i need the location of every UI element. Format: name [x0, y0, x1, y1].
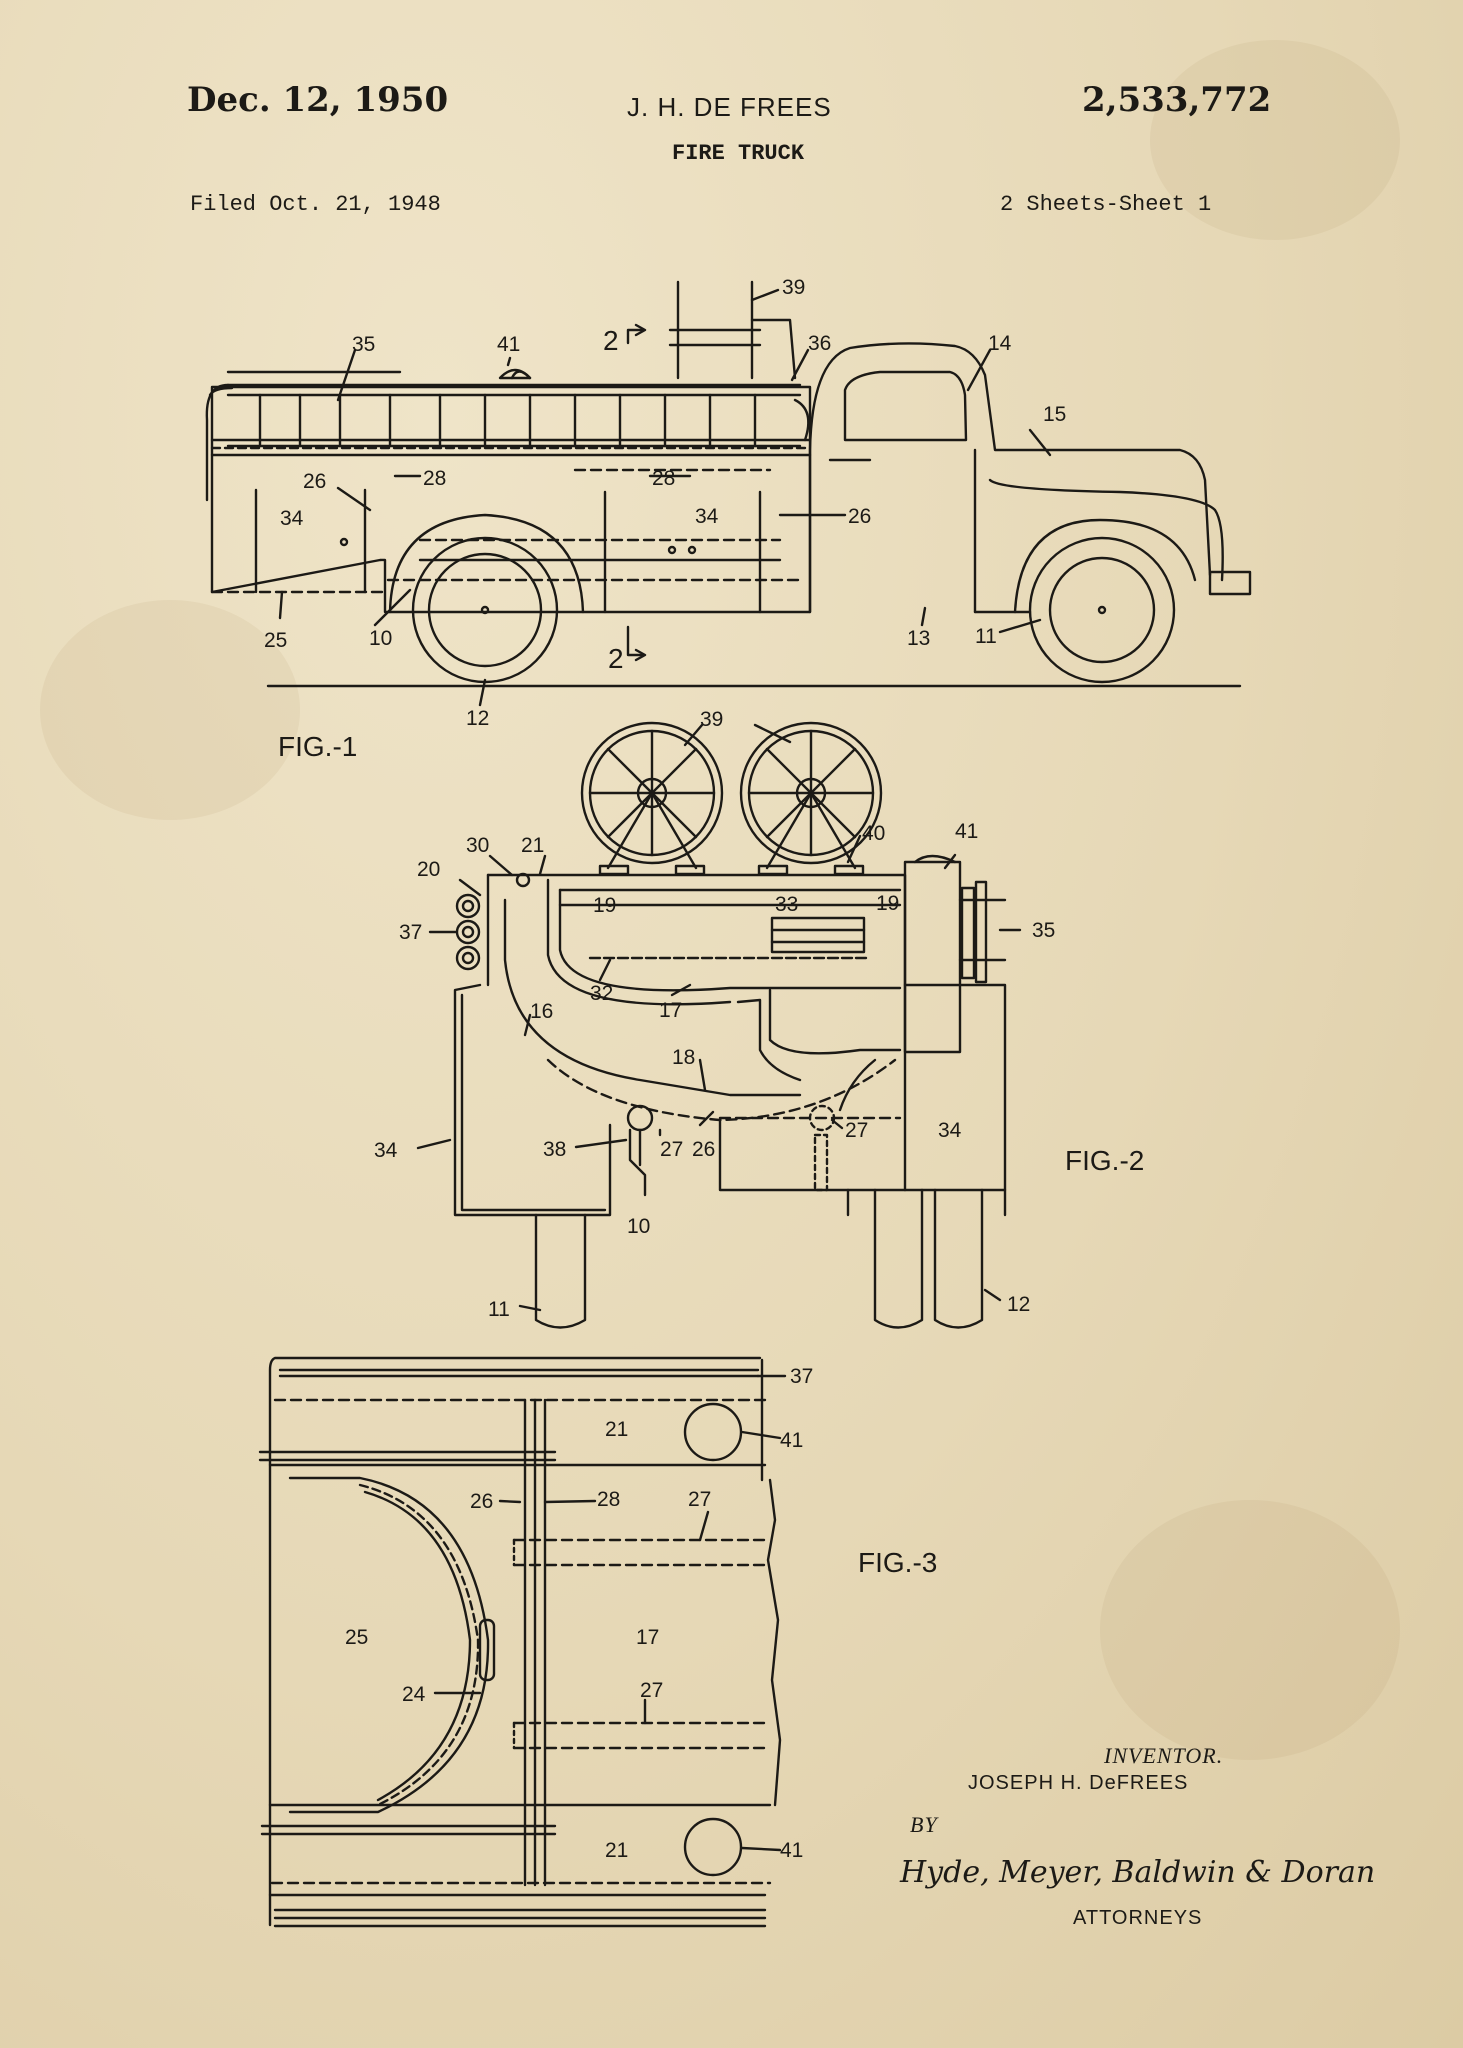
callout: 39 [700, 708, 723, 731]
fig3-labels: FIG.-3 37 21 41 26 28 27 25 17 24 27 21 … [345, 1365, 937, 1862]
callout: 34 [374, 1139, 398, 1162]
callout: 27 [640, 1679, 663, 1702]
callout: 11 [488, 1298, 510, 1321]
filed-date: Filed Oct. 21, 1948 [190, 192, 441, 217]
fig2-label: FIG.-2 [1065, 1145, 1144, 1176]
callout: 12 [466, 707, 489, 730]
callout: 12 [1007, 1293, 1030, 1316]
attorneys-signature: Hyde, Meyer, Baldwin & Doran [900, 1855, 1376, 1890]
callout: 41 [780, 1429, 803, 1452]
callout: 18 [672, 1046, 695, 1069]
patent-date: Dec. 12, 1950 [187, 80, 449, 120]
fig1-labels: FIG.-1 2 2 39 35 41 36 14 15 26 28 28 34… [264, 276, 1066, 762]
callout: 26 [303, 470, 326, 493]
paper-stain [1100, 1500, 1400, 1760]
callout: 25 [345, 1626, 368, 1649]
callout: 28 [652, 467, 675, 490]
callout: 14 [988, 332, 1012, 355]
callout: 21 [605, 1839, 628, 1862]
callout: 24 [402, 1683, 426, 1706]
callout: 34 [938, 1119, 962, 1142]
callout: 13 [907, 627, 930, 650]
fig2-drawing [416, 721, 1022, 1329]
callout: 17 [659, 999, 682, 1022]
callout: 19 [593, 894, 616, 917]
callout: 10 [627, 1215, 650, 1238]
paper-stain [1150, 40, 1400, 240]
section-mark-top: 2 [603, 325, 619, 356]
callout: 38 [543, 1138, 566, 1161]
callout: 28 [423, 467, 446, 490]
callout: 16 [530, 1000, 553, 1023]
callout: 37 [790, 1365, 813, 1388]
callout: 41 [955, 820, 978, 843]
callout: 33 [775, 893, 798, 916]
callout: 41 [497, 333, 520, 356]
fig2-labels: FIG.-2 39 30 21 40 41 20 19 33 19 37 35 … [374, 708, 1144, 1321]
callout: 34 [280, 507, 304, 530]
callout: 21 [521, 834, 544, 857]
fig3-drawing [258, 1356, 787, 1928]
callout: 41 [780, 1839, 803, 1862]
callout: 34 [695, 505, 719, 528]
callout: 26 [692, 1138, 715, 1161]
inventor-name: JOSEPH H. DeFREES [968, 1772, 1189, 1794]
callout: 27 [845, 1119, 868, 1142]
callout: 30 [466, 834, 489, 857]
callout: 35 [1032, 919, 1055, 942]
inventor-short-name: J. H. DE FREES [627, 92, 832, 122]
callout: 11 [975, 625, 997, 648]
paper-stain [40, 600, 300, 820]
callout: 20 [417, 858, 440, 881]
callout: 35 [352, 333, 375, 356]
callout: 15 [1043, 403, 1066, 426]
inventor-label: INVENTOR. [1104, 1743, 1224, 1768]
callout: 21 [605, 1418, 628, 1441]
attorneys-label: ATTORNEYS [1073, 1907, 1203, 1929]
callout: 40 [862, 822, 885, 845]
callout: 39 [782, 276, 805, 299]
callout: 10 [369, 627, 392, 650]
callout: 27 [660, 1138, 683, 1161]
callout: 26 [470, 1490, 493, 1513]
patent-number: 2,533,772 [1082, 80, 1272, 120]
callout: 28 [597, 1488, 620, 1511]
patent-title: FIRE TRUCK [672, 141, 805, 166]
section-mark-bottom: 2 [608, 643, 624, 674]
callout: 37 [399, 921, 422, 944]
fig1-drawing [205, 280, 1252, 707]
callout: 26 [848, 505, 871, 528]
fig1-label: FIG.-1 [278, 731, 357, 762]
fig3-label: FIG.-3 [858, 1547, 937, 1578]
callout: 17 [636, 1626, 659, 1649]
callout: 27 [688, 1488, 711, 1511]
callout: 25 [264, 629, 287, 652]
callout: 36 [808, 332, 831, 355]
by-label: BY [910, 1812, 938, 1837]
sheet-count: 2 Sheets-Sheet 1 [1000, 192, 1212, 217]
callout: 19 [876, 892, 899, 915]
callout: 32 [590, 982, 613, 1005]
